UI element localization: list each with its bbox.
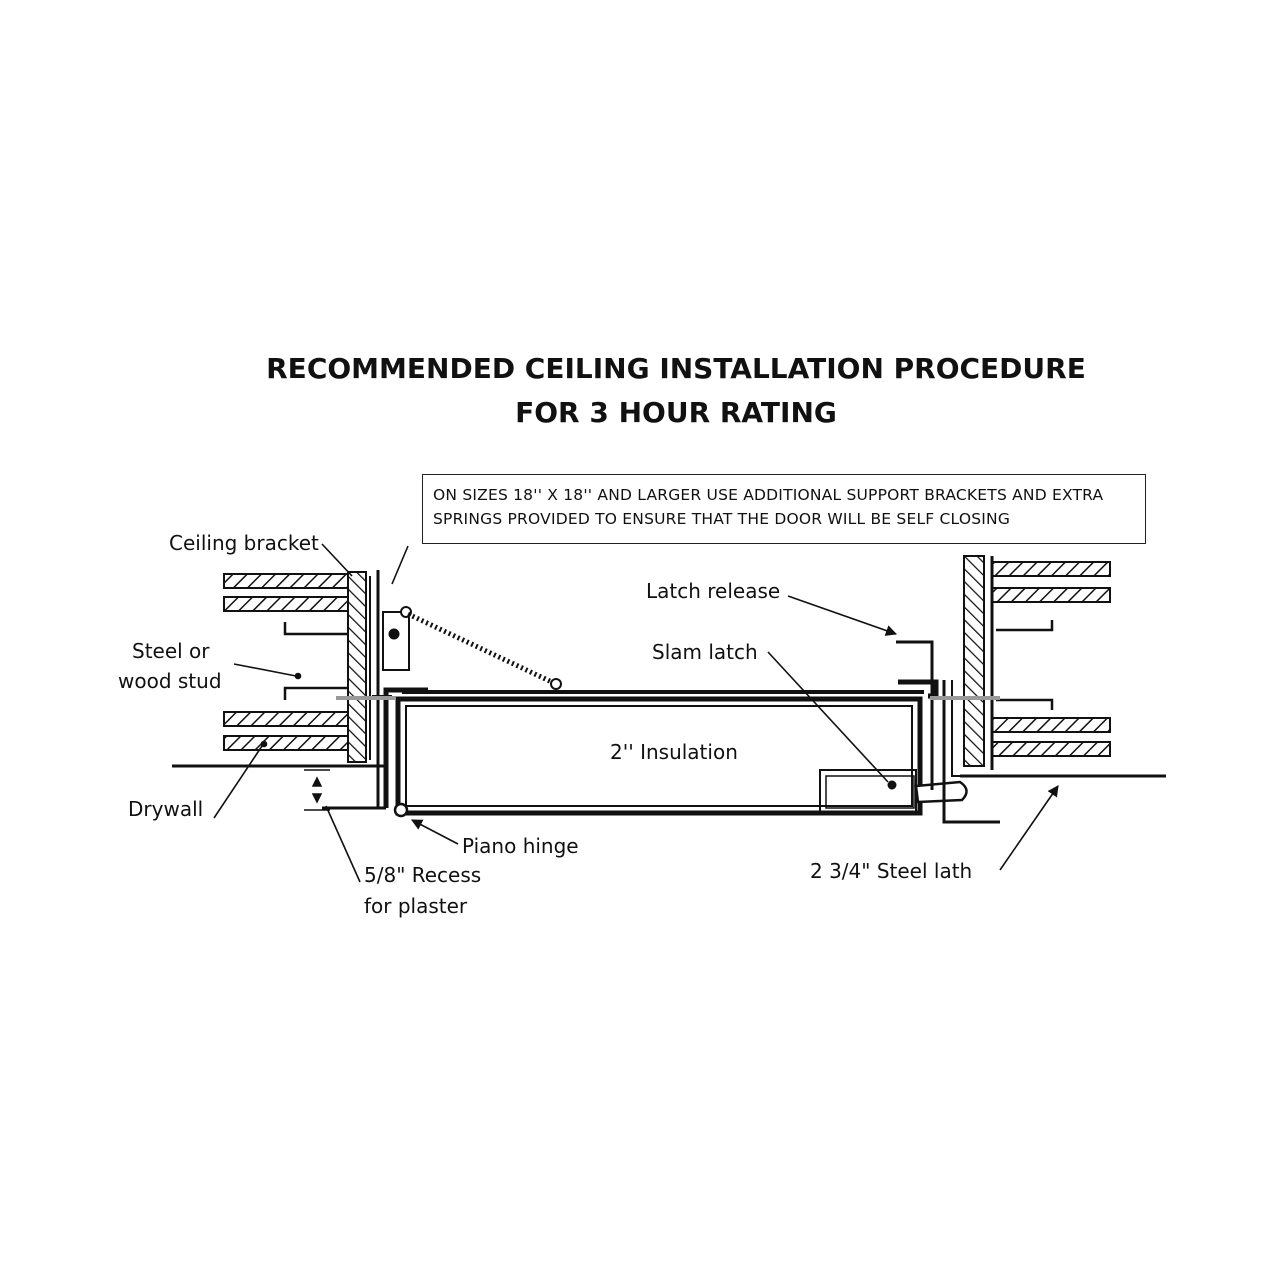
- label-recess-line1: 5/8" Recess: [364, 863, 482, 887]
- label-insulation: 2'' Insulation: [610, 740, 738, 764]
- label-ceiling-bracket: Ceiling bracket: [169, 531, 319, 555]
- label-steel-lath: 2 3/4" Steel lath: [810, 859, 973, 883]
- right-ceiling-structure: [942, 555, 1166, 824]
- stud-leader: [233, 663, 297, 677]
- piano-hinge-leader: [411, 819, 459, 845]
- right-drywall-layer-3: [991, 717, 1111, 733]
- label-stud-line1: Steel or: [132, 639, 210, 663]
- label-stud-line2: wood stud: [118, 669, 222, 693]
- right-stud-channel: [996, 620, 1054, 710]
- left-drywall-layer-4: [223, 735, 349, 751]
- left-drywall-layer-1: [223, 573, 349, 589]
- right-drywall-layer-1: [991, 561, 1111, 577]
- closing-spring: [406, 611, 558, 687]
- label-piano-hinge: Piano hinge: [462, 834, 579, 858]
- left-vertical-drywall: [347, 571, 367, 763]
- left-drywall-layer-3: [223, 711, 349, 727]
- right-vertical-drywall: [963, 555, 985, 767]
- ceiling-bracket-leader: [321, 543, 353, 577]
- diagram-title-line1: RECOMMENDED CEILING INSTALLATION PROCEDU…: [266, 352, 1086, 385]
- label-drywall: Drywall: [128, 797, 204, 821]
- slam-latch-bolt: [914, 780, 968, 804]
- drywall-leader: [213, 745, 263, 819]
- label-recess-line2: for plaster: [364, 894, 468, 918]
- right-drywall-layer-2: [991, 587, 1111, 603]
- note-line-2: SPRINGS PROVIDED TO ENSURE THAT THE DOOR…: [433, 510, 1011, 528]
- support-bracket-note: ON SIZES 18'' X 18'' AND LARGER USE ADDI…: [422, 474, 1146, 544]
- steel-lath-leader: [999, 785, 1059, 871]
- ceiling-bracket-plate: [382, 611, 410, 671]
- left-ceiling-structure: [172, 570, 412, 810]
- slam-latch-leader: [767, 651, 889, 783]
- latch-release-leader: [787, 595, 898, 636]
- note-leader: [391, 545, 409, 585]
- label-slam-latch: Slam latch: [652, 640, 758, 664]
- insulated-door-pan: [395, 696, 923, 816]
- recess-leader: [325, 805, 361, 883]
- right-drywall-layer-4: [991, 741, 1111, 757]
- access-door-panel: [372, 640, 968, 818]
- recess-dimension: [304, 769, 330, 811]
- latch-release-lever: [896, 640, 934, 790]
- left-stud-channel: [283, 622, 348, 700]
- diagram-title-line2: FOR 3 HOUR RATING: [515, 396, 837, 429]
- note-line-1: ON SIZES 18'' X 18'' AND LARGER USE ADDI…: [433, 486, 1104, 504]
- left-drywall-layer-2: [223, 596, 349, 612]
- piano-hinge-knuckle: [393, 802, 409, 818]
- label-latch-release: Latch release: [646, 579, 781, 603]
